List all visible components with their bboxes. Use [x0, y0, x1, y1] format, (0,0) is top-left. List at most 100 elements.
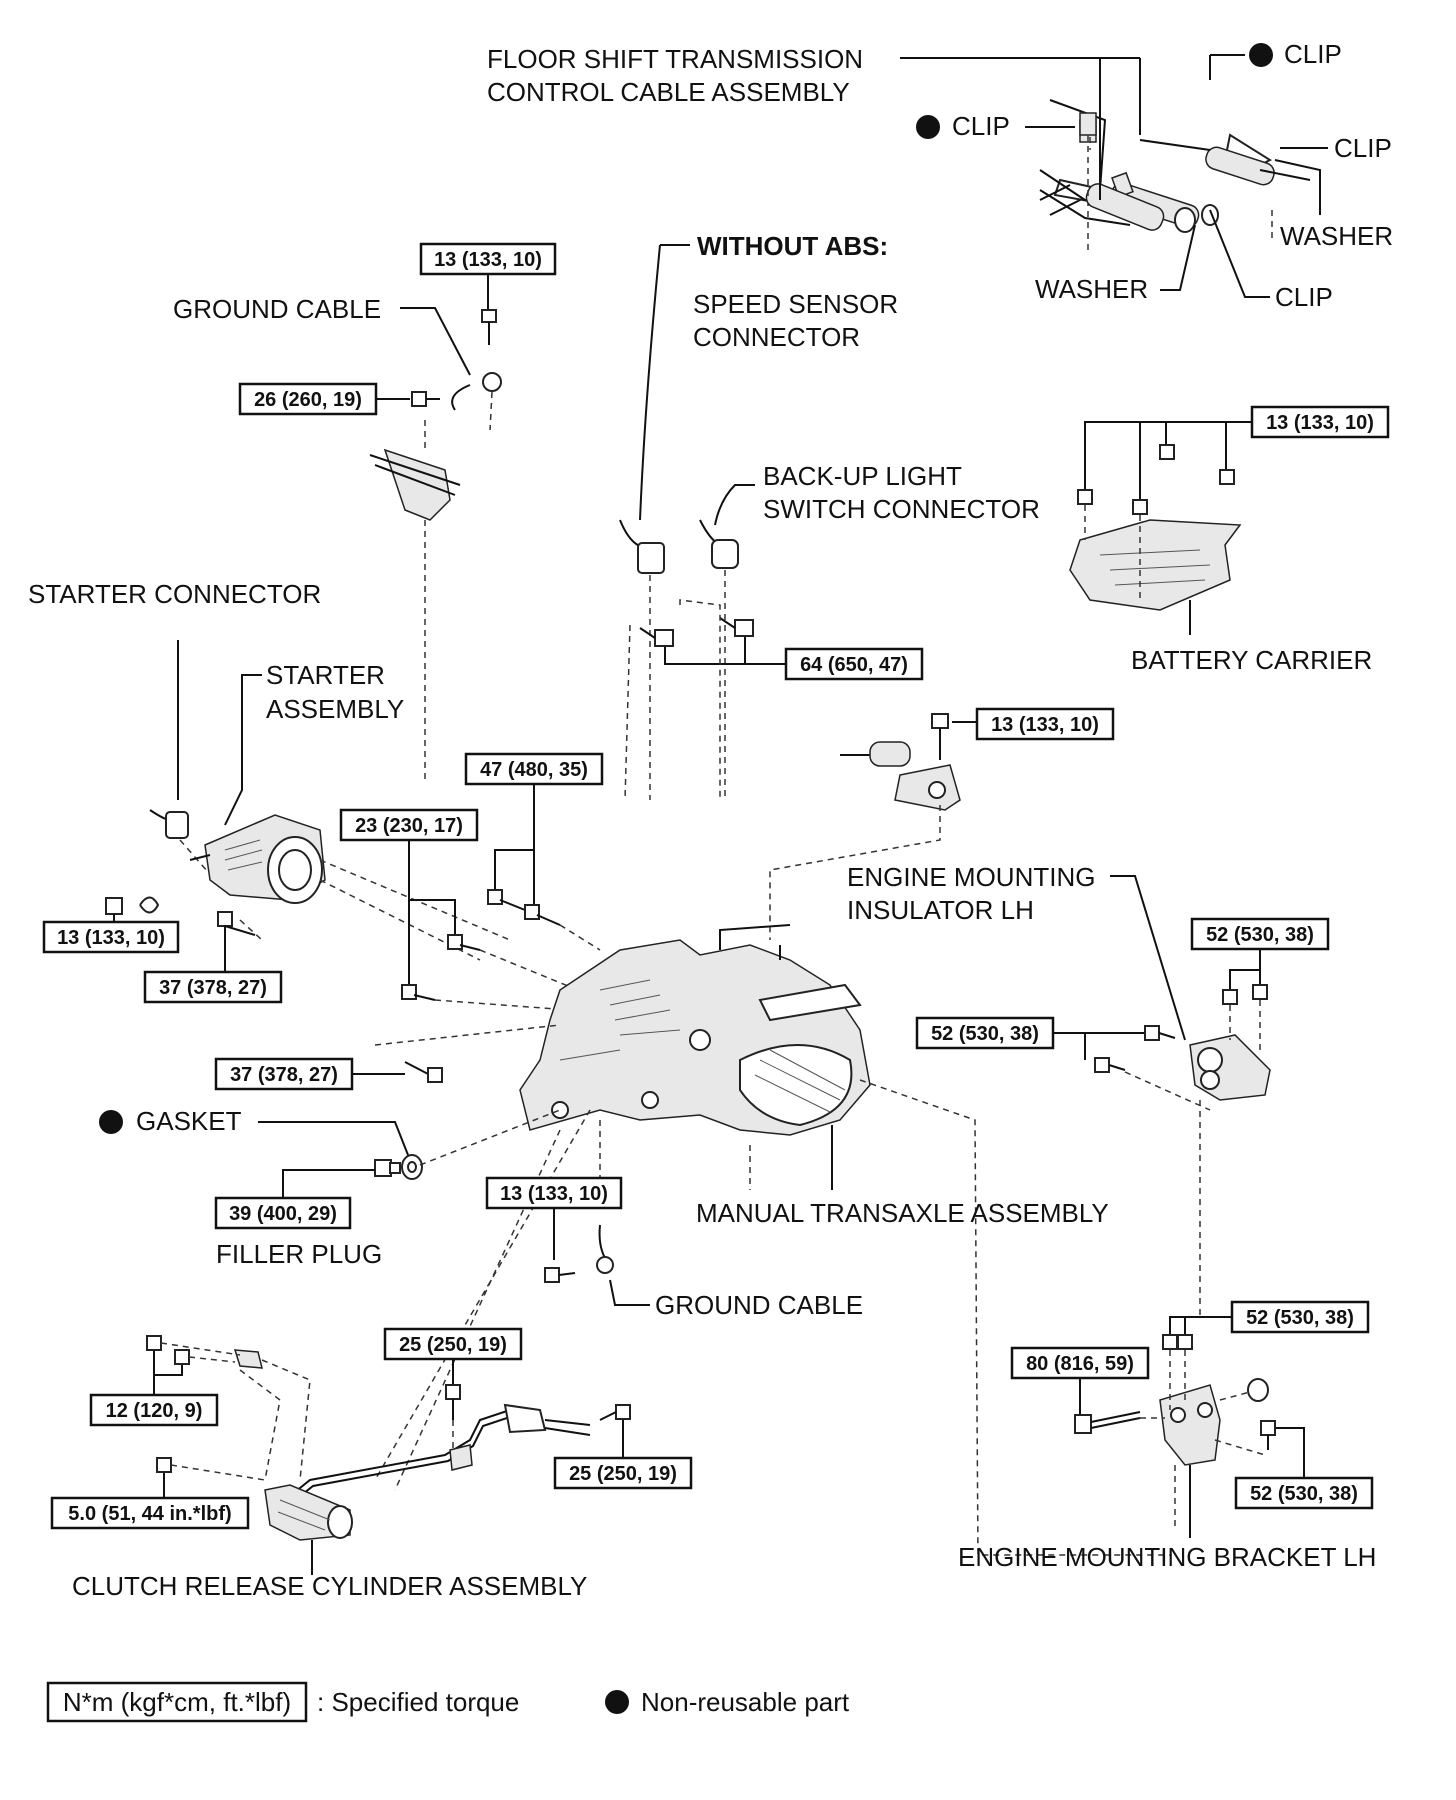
without-abs-label: WITHOUT ABS:: [697, 231, 888, 261]
clutch-cylinder-part: [264, 1484, 353, 1541]
gasket-label: GASKET: [136, 1106, 242, 1136]
ground-bracket: [369, 420, 461, 780]
battery-carrier-part: [1069, 505, 1242, 611]
torque-value: 13 (133, 10): [500, 1183, 608, 1205]
bolt-icon: [1222, 984, 1268, 1005]
backup-light-connector: [699, 519, 739, 800]
bolt-icon: [1260, 1420, 1276, 1450]
mount-bracket-lh-part: [1140, 1350, 1269, 1530]
torque-value: 26 (260, 19): [254, 389, 362, 411]
torque-value: 47 (480, 35): [480, 759, 588, 781]
bolt-icon: [445, 1384, 461, 1420]
ground-cable-bottom-part: [596, 1224, 614, 1274]
floor-shift-label-1: FLOOR SHIFT TRANSMISSION: [487, 44, 863, 74]
bolt-icon: [1162, 1334, 1193, 1350]
control-cable-left: [1039, 112, 1219, 233]
torque-box: [1250, 405, 1390, 439]
torque-box: [238, 382, 378, 416]
speed-sensor-label-2: CONNECTOR: [693, 322, 860, 352]
torque-value: 13 (133, 10): [57, 927, 165, 949]
starter-assembly-label-2: ASSEMBLY: [266, 694, 404, 724]
torque-value: 23 (230, 17): [355, 815, 463, 837]
legend-torque-unit: N*m (kgf*cm, ft.*lbf): [63, 1687, 291, 1717]
torque-box: [915, 1016, 1055, 1050]
clip-right-label: CLIP: [1334, 133, 1392, 163]
starter-motor-part: [189, 814, 511, 961]
bolt-icon: [487, 889, 561, 926]
long-bolt-icon: [1074, 1411, 1141, 1434]
torque-box: [383, 1327, 523, 1361]
torque-box: [42, 920, 180, 954]
clip-top-label: CLIP: [1284, 39, 1342, 69]
bolt-icon: [401, 934, 481, 1001]
backup-light-label-2: SWITCH CONNECTOR: [763, 494, 1040, 524]
torque-value: 12 (120, 9): [106, 1400, 203, 1422]
torque-value: 80 (816, 59): [1026, 1353, 1134, 1375]
bolt-icon: [1094, 1025, 1176, 1073]
floor-shift-label-2: CONTROL CABLE ASSEMBLY: [487, 77, 850, 107]
bolt-icon: [931, 713, 949, 760]
torque-box: [553, 1456, 693, 1490]
washer-right-label: WASHER: [1280, 221, 1393, 251]
bolt-icon: [639, 617, 754, 647]
torque-value: 25 (250, 19): [569, 1463, 677, 1485]
gasket-part: [401, 1154, 423, 1180]
torque-value: 52 (530, 38): [931, 1023, 1039, 1045]
non-reusable-dot-icon: [99, 1110, 123, 1134]
speed-sensor-label-1: SPEED SENSOR: [693, 289, 898, 319]
torque-value: 13 (133, 10): [1266, 412, 1374, 434]
mount-insulator-part: [1124, 1000, 1271, 1320]
bolt-icon: [1077, 444, 1235, 515]
starter-assembly-label-1: STARTER: [266, 660, 385, 690]
ground-cable-top-label: GROUND CABLE: [173, 294, 381, 324]
torque-value: 25 (250, 19): [399, 1334, 507, 1356]
torque-value: 37 (378, 27): [230, 1064, 338, 1086]
filler-plug-part: [374, 1159, 401, 1177]
bolt-icon: [544, 1267, 576, 1283]
manual-transaxle-part: [519, 924, 871, 1136]
torque-box: [50, 1496, 250, 1530]
bolt-icon: [599, 1404, 631, 1421]
torque-value: 37 (378, 27): [159, 977, 267, 999]
mount-bracket-part: [769, 741, 961, 940]
washer-left-label: WASHER: [1035, 274, 1148, 304]
non-reusable-dot-icon: [916, 115, 940, 139]
torque-value: 13 (133, 10): [434, 249, 542, 271]
torque-box: [339, 808, 479, 842]
legend-non-reusable: Non-reusable part: [641, 1687, 850, 1717]
torque-box: [975, 707, 1115, 741]
ground-cable-terminal: [451, 372, 502, 431]
speed-sensor-connector: [619, 519, 665, 800]
backup-light-label-1: BACK-UP LIGHT: [763, 461, 962, 491]
engine-mount-insulator-label-1: ENGINE MOUNTING: [847, 862, 1095, 892]
legend-torque-box: [46, 1681, 308, 1723]
torque-value: 52 (530, 38): [1246, 1307, 1354, 1329]
engine-mount-bracket-label: ENGINE MOUNTING BRACKET LH: [958, 1542, 1376, 1572]
torque-box: [214, 1057, 354, 1091]
clutch-line-part: [284, 1403, 591, 1507]
clutch-release-cylinder-label: CLUTCH RELEASE CYLINDER ASSEMBLY: [72, 1571, 587, 1601]
torque-value: 52 (530, 38): [1250, 1483, 1358, 1505]
torque-box: [485, 1176, 623, 1210]
non-reusable-dot-icon: [1249, 43, 1273, 67]
starter-bolts: [105, 896, 263, 941]
engine-mount-insulator-label-2: INSULATOR LH: [847, 895, 1034, 925]
clip-left-label: CLIP: [952, 111, 1010, 141]
torque-value: 13 (133, 10): [991, 714, 1099, 736]
torque-value: 39 (400, 29): [229, 1203, 337, 1225]
torque-value: 5.0 (51, 44 in.*lbf): [68, 1503, 231, 1525]
torque-value: 52 (530, 38): [1206, 924, 1314, 946]
battery-carrier-label: BATTERY CARRIER: [1131, 645, 1372, 675]
manual-transaxle-label: MANUAL TRANSAXLE ASSEMBLY: [696, 1198, 1109, 1228]
torque-box: [1230, 1300, 1370, 1334]
ground-cable-bottom-label: GROUND CABLE: [655, 1290, 863, 1320]
non-reusable-dot-icon: [605, 1690, 629, 1714]
bolt-icon: [146, 1335, 311, 1481]
torque-box: [1010, 1346, 1150, 1380]
bolt-icon: [481, 309, 497, 345]
bolt-icon: [156, 1457, 266, 1481]
torque-box: [1234, 1476, 1374, 1510]
torque-value: 64 (650, 47): [800, 654, 908, 676]
torque-box: [143, 970, 283, 1004]
